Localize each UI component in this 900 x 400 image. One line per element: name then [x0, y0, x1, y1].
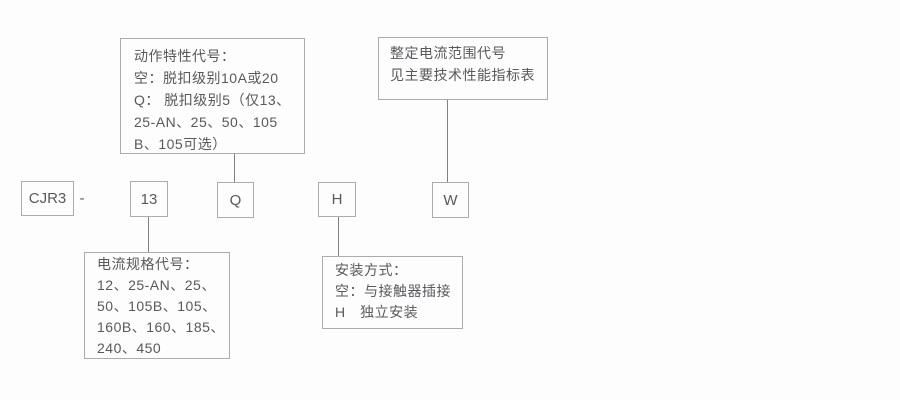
callout-setting-current-range: 整定电流范围代号 见主要技术性能指标表	[378, 37, 548, 100]
callout-action-line: 动作特性代号：	[134, 48, 236, 64]
code-box-action-characteristic: Q	[217, 182, 254, 218]
callout-action-line: Q： 脱扣级别5（仅13、	[134, 92, 291, 108]
callout-mounting-style: 安装方式： 空：与接触器插接 H 独立安装	[322, 256, 463, 329]
code-box-mounting-style: H	[318, 182, 356, 217]
model-separator: -	[79, 190, 85, 207]
callout-mount-line: 空：与接触器插接	[335, 283, 451, 299]
callout-range-line: 见主要技术性能指标表	[390, 67, 535, 83]
callout-range-line: 整定电流范围代号	[390, 45, 506, 61]
callout-spec-line: 电流规格代号：	[97, 256, 199, 272]
callout-mount-line: 安装方式：	[335, 262, 408, 278]
model-prefix-box: CJR3	[21, 181, 74, 216]
callout-spec-line: 50、105B、105、	[97, 298, 217, 314]
callout-current-spec: 电流规格代号： 12、25-AN、25、 50、105B、105、 160B、1…	[84, 252, 230, 359]
callout-spec-line: 160B、160、185、	[97, 319, 225, 335]
callout-action-line: 25-AN、25、50、105	[134, 114, 278, 130]
connector-line-13-to-spec	[148, 217, 149, 252]
callout-spec-line: 12、25-AN、25、	[97, 277, 216, 293]
connector-line-range-to-w	[447, 100, 448, 182]
callout-action-line: 空：脱扣级别10A或20	[134, 70, 279, 86]
connector-line-action-to-q	[234, 154, 235, 182]
callout-action-line: B、105可选）	[134, 136, 227, 152]
connector-line-h-to-mounting	[338, 217, 339, 256]
callout-spec-line: 240、450	[97, 340, 162, 356]
callout-action-characteristic: 动作特性代号： 空：脱扣级别10A或20 Q： 脱扣级别5（仅13、 25-AN…	[120, 38, 305, 154]
callout-mount-line: H 独立安装	[335, 304, 419, 320]
code-box-setting-current-range: W	[432, 182, 469, 218]
code-box-current-spec: 13	[130, 181, 168, 217]
